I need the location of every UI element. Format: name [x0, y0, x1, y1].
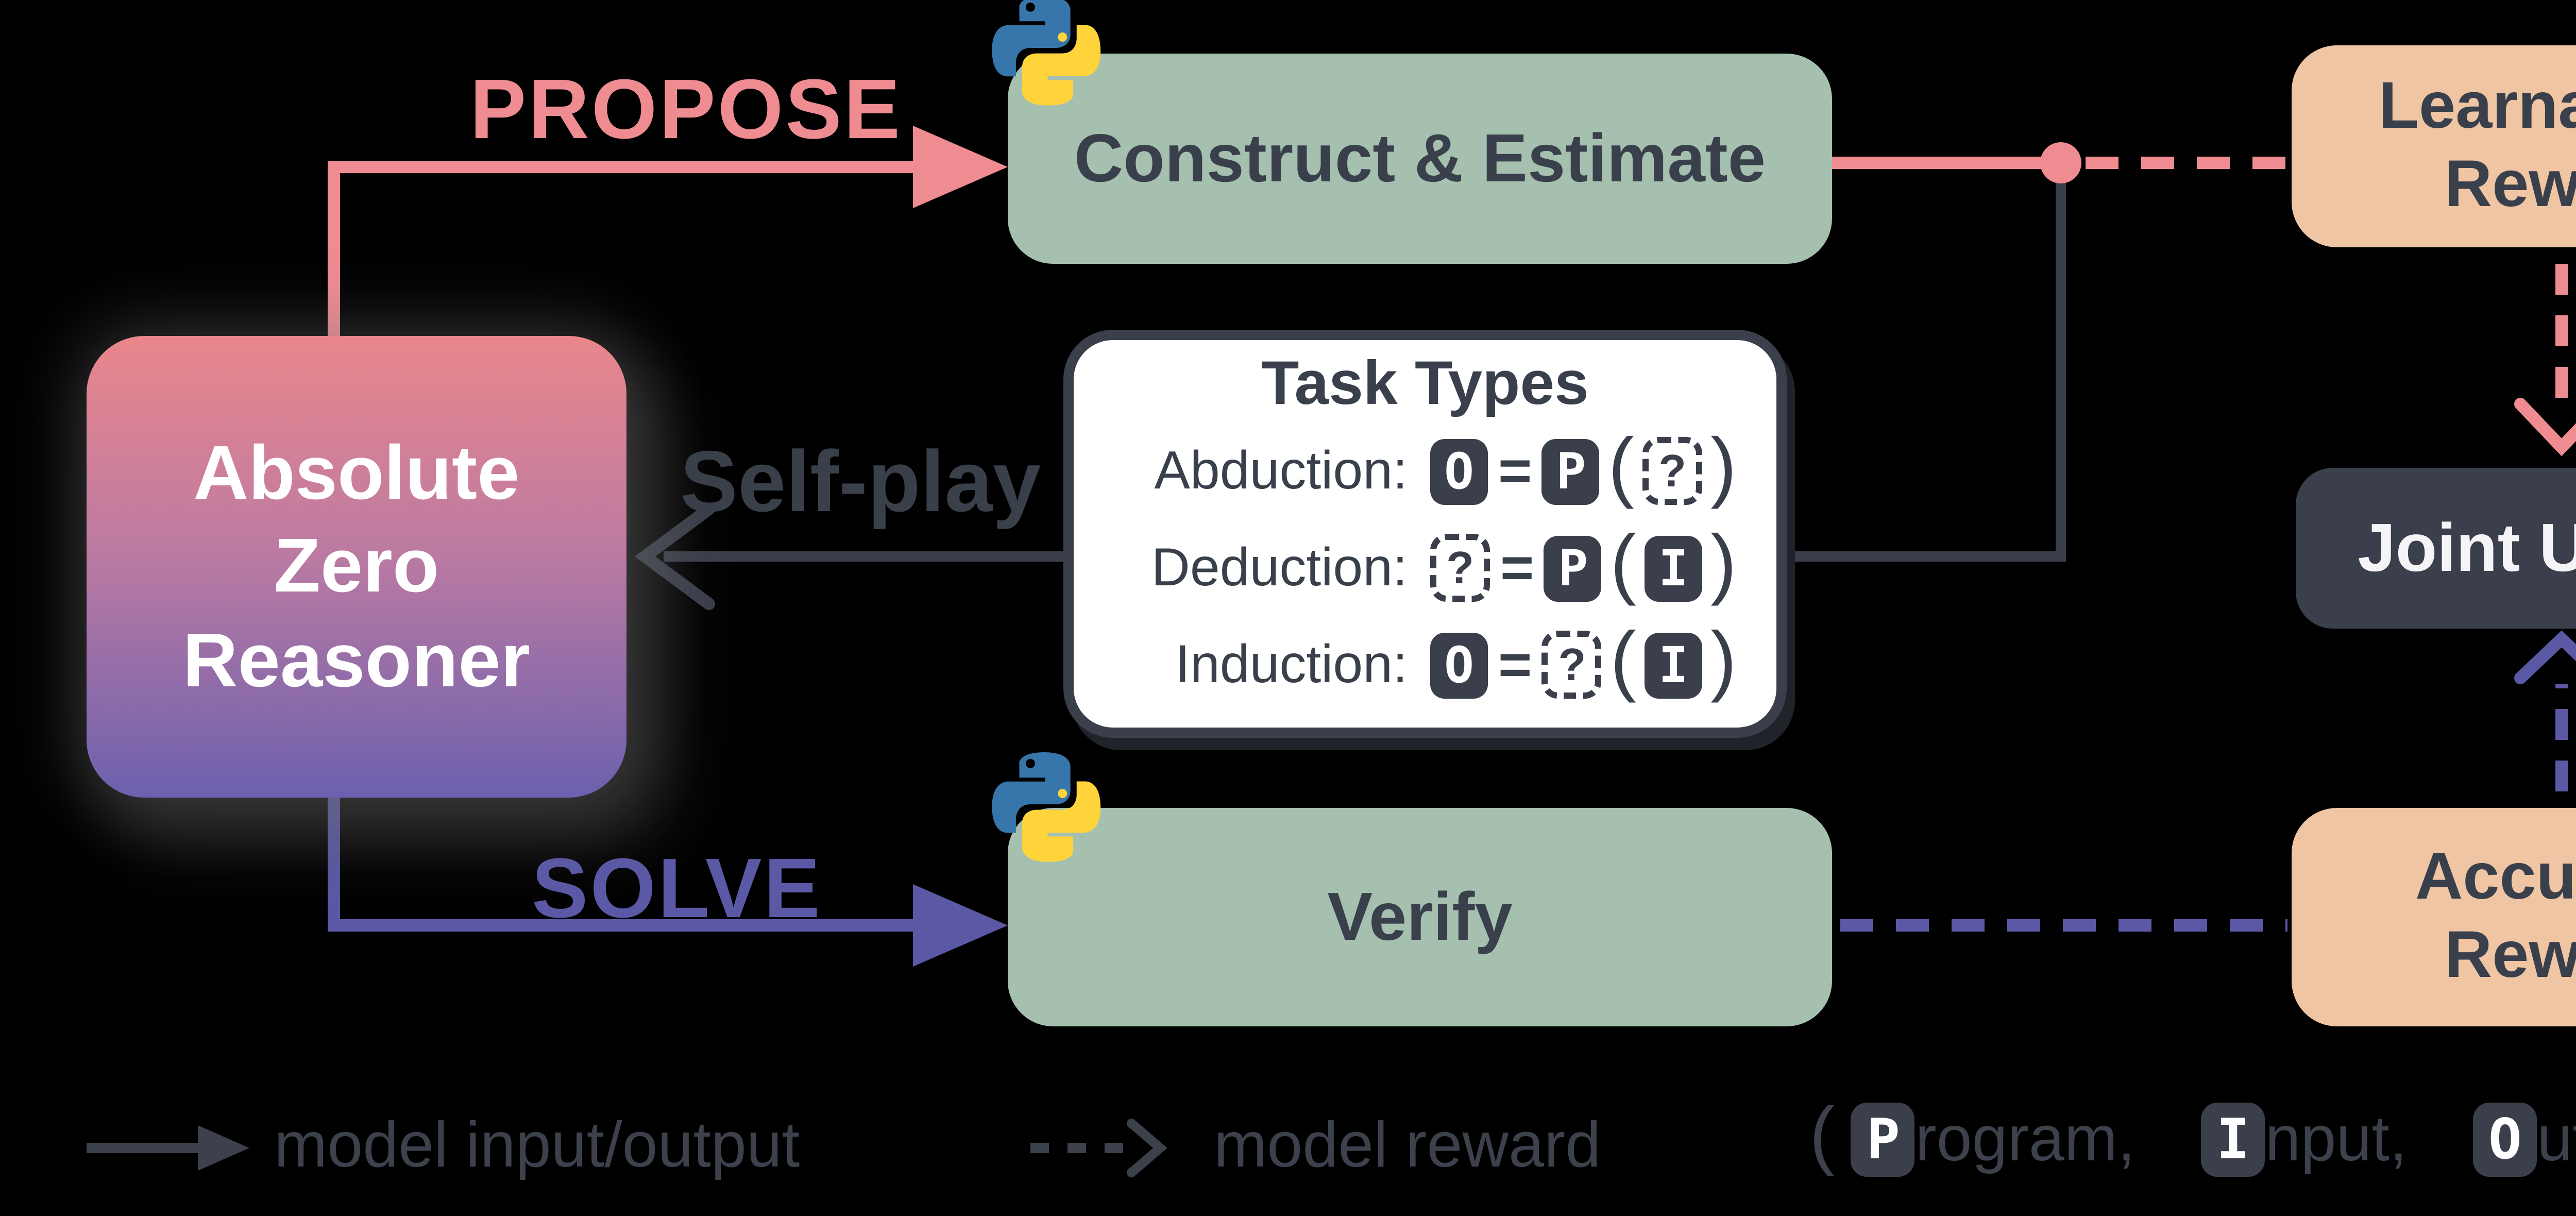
joint-update-box: Joint Update — [2296, 468, 2576, 629]
task-row-label: Induction: — [1175, 633, 1408, 695]
program-badge: P — [1544, 535, 1602, 601]
learnability-reward-label: Learnability Reward — [2379, 69, 2576, 224]
python-icon — [992, 752, 1101, 862]
unknown-badge: ? — [1542, 631, 1602, 699]
unknown-badge: ? — [1430, 534, 1490, 602]
legend-solid-label: model input/output — [274, 1109, 800, 1181]
solve-label: SOLVE — [532, 841, 822, 936]
output-badge: O — [1430, 632, 1488, 698]
program-badge: P — [1542, 438, 1600, 504]
learnability-line2: Reward — [2444, 146, 2576, 221]
absolute-zero-reasoner-box: Absolute Zero Reasoner — [87, 336, 626, 798]
paren-close: ) — [1710, 520, 1737, 607]
joint-update-label: Joint Update — [2358, 509, 2576, 585]
equals-sign: = — [1500, 535, 1534, 599]
task-types-box: Task Types Abduction: O = P ( ? ) Deduct… — [1063, 330, 1787, 738]
task-row-abduction: Abduction: O = P ( ? ) — [1074, 423, 1776, 519]
junction-dot-icon — [2040, 142, 2081, 183]
task-row-label: Abduction: — [1154, 439, 1408, 501]
solve-arrowhead-icon — [913, 884, 1008, 967]
learnability-line1: Learnability — [2378, 69, 2576, 143]
paren-open: ( — [1610, 617, 1637, 704]
legend-dashed-arrowhead-icon — [1127, 1119, 1167, 1177]
paren-open: ( — [1608, 424, 1635, 510]
legend-paren-open: ( — [1809, 1092, 1835, 1177]
legend-program-rest: rogram, — [1915, 1103, 2136, 1175]
paren-open: ( — [1610, 520, 1637, 607]
verify-box: Verify — [1008, 808, 1832, 1026]
task-row-label: Deduction: — [1151, 536, 1408, 598]
python-icon-blue-part — [992, 0, 1071, 77]
legend-solid-arrowhead-icon — [198, 1125, 249, 1171]
task-types-title: Task Types — [1261, 350, 1589, 418]
unknown-badge: ? — [1642, 437, 1703, 505]
reasoner-label: Absolute Zero Reasoner — [183, 427, 531, 706]
accuracy-reward-label: Accuracy Reward — [2415, 839, 2576, 995]
legend-input-rest: nput, — [2265, 1103, 2408, 1175]
task-row-equation: ? = P ( I ) — [1430, 525, 1737, 607]
construct-estimate-label: Construct & Estimate — [1074, 120, 1766, 196]
verify-label: Verify — [1327, 878, 1513, 954]
paren-close: ) — [1710, 424, 1737, 510]
task-row-induction: Induction: O = ? ( I ) — [1074, 616, 1776, 713]
python-icon-yellow-part — [1022, 781, 1101, 862]
accuracy-line1: Accuracy — [2415, 839, 2576, 914]
learnability-to-joint-arrowhead-icon — [2514, 398, 2576, 457]
legend-output-rest: utput) — [2537, 1103, 2576, 1175]
equals-sign: = — [1498, 632, 1532, 696]
self-play-label: Self-play — [680, 433, 1041, 530]
task-row-equation: O = ? ( I ) — [1430, 621, 1737, 704]
input-badge: I — [1645, 632, 1703, 698]
program-badge: P — [1851, 1103, 1916, 1177]
task-types-rows: Abduction: O = P ( ? ) Deduction: ? = P … — [1074, 423, 1776, 713]
python-icon-blue-part — [992, 752, 1071, 833]
python-icon — [992, 0, 1101, 106]
equals-sign: = — [1498, 438, 1532, 502]
task-row-deduction: Deduction: ? = P ( I ) — [1074, 519, 1776, 616]
learnability-reward-box: Learnability Reward — [2292, 45, 2576, 247]
reasoner-label-line2: Zero — [274, 524, 439, 609]
self-play-arrowhead-icon — [634, 503, 715, 610]
construct-estimate-box: Construct & Estimate — [1008, 54, 1832, 264]
accuracy-to-joint-arrowhead-icon — [2514, 630, 2576, 684]
python-icon-yellow-part — [1022, 25, 1101, 106]
output-badge: O — [1430, 438, 1488, 504]
legend-pio-key: ( P rogram, I nput, O utput) — [1809, 1092, 2576, 1183]
output-badge: O — [2473, 1103, 2537, 1177]
propose-arrowhead-icon — [913, 126, 1008, 208]
reasoner-label-line3: Reasoner — [182, 617, 531, 702]
accuracy-line2: Reward — [2444, 917, 2576, 991]
paren-close: ) — [1710, 617, 1737, 704]
accuracy-reward-box: Accuracy Reward — [2292, 808, 2576, 1026]
reasoner-label-line1: Absolute — [193, 431, 520, 516]
input-badge: I — [1645, 535, 1703, 601]
propose-label: PROPOSE — [470, 62, 903, 157]
propose-arrow-line — [328, 161, 917, 346]
input-badge: I — [2201, 1103, 2265, 1177]
task-row-equation: O = P ( ? ) — [1430, 428, 1737, 510]
solve-arrow-line — [328, 793, 917, 932]
legend-dashed-label: model reward — [1214, 1109, 1601, 1181]
